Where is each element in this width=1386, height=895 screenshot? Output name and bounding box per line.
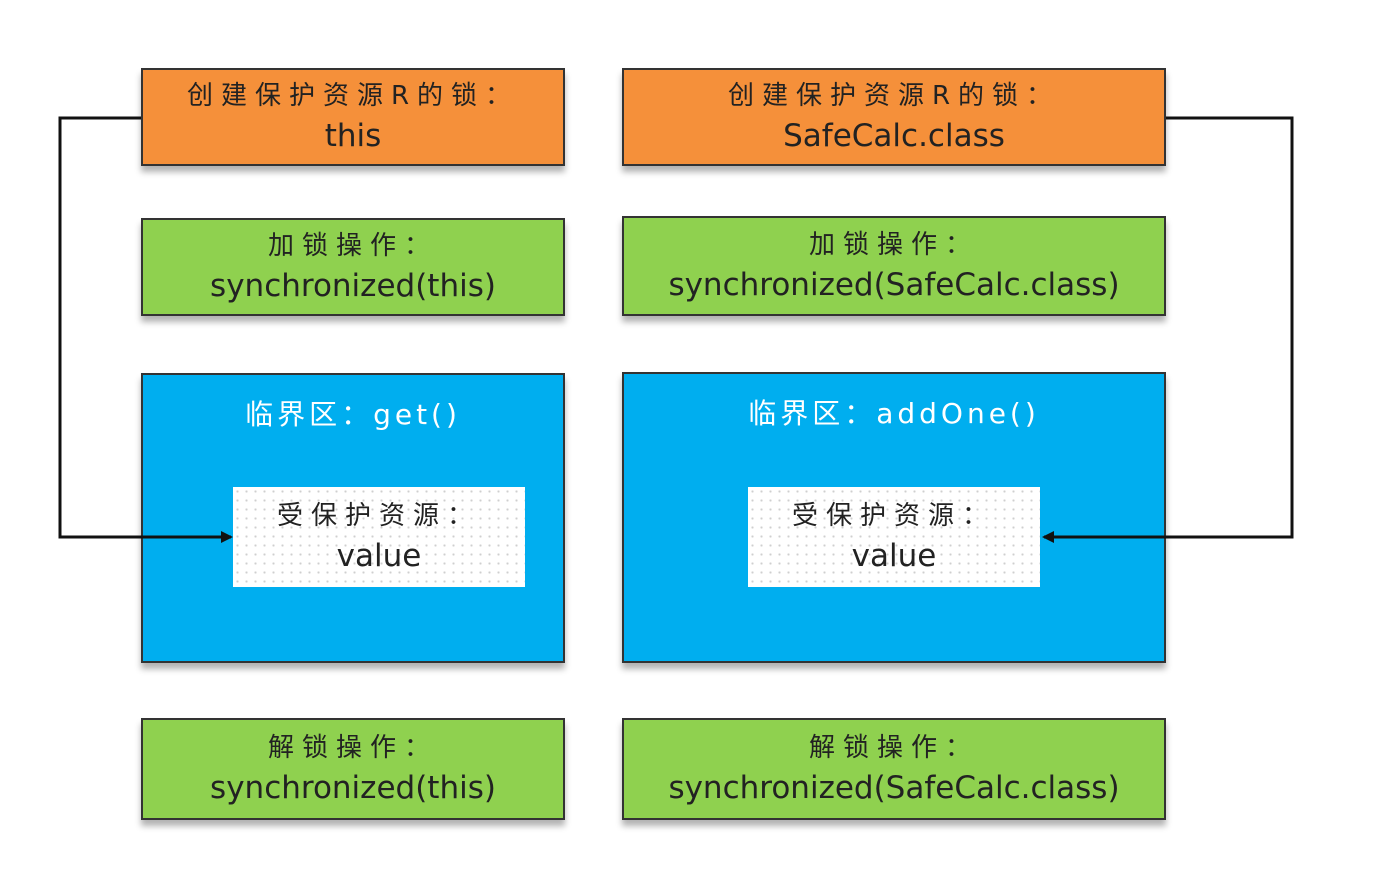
- right-critical-section-title: 临界区：addOne(): [748, 397, 1040, 430]
- right-create-lock-label: 创建保护资源R的锁：: [727, 81, 1061, 111]
- right-release-lock-label: 解锁操作：: [808, 733, 979, 763]
- right-lock-connector-arrow: [1042, 116, 1294, 543]
- right-protected-resource-box: 受保护资源： value: [748, 487, 1040, 587]
- left-protected-resource-box: 受保护资源： value: [233, 487, 525, 587]
- left-release-lock-label: 解锁操作：: [267, 733, 438, 763]
- left-lock-connector-arrow: [58, 116, 233, 543]
- left-create-lock-label: 创建保护资源R的锁：: [186, 81, 520, 111]
- left-release-lock-box: 解锁操作： synchronized(this): [141, 718, 565, 820]
- right-protected-resource-label: 受保护资源：: [791, 501, 996, 531]
- left-create-lock-box: 创建保护资源R的锁： this: [141, 68, 565, 166]
- right-release-lock-box: 解锁操作： synchronized(SafeCalc.class): [622, 718, 1166, 820]
- right-create-lock-value: SafeCalc.class: [783, 118, 1005, 154]
- left-protected-resource-value: value: [336, 538, 422, 574]
- right-acquire-lock-label: 加锁操作：: [808, 230, 979, 260]
- left-protected-resource-label: 受保护资源：: [276, 501, 481, 531]
- right-critical-section: 临界区：addOne() 受保护资源： value: [622, 372, 1166, 663]
- left-critical-section: 临界区：get() 受保护资源： value: [141, 373, 565, 663]
- left-create-lock-value: this: [324, 118, 382, 154]
- left-critical-section-title: 临界区：get(): [245, 398, 461, 431]
- left-acquire-lock-value: synchronized(this): [210, 268, 496, 304]
- right-release-lock-value: synchronized(SafeCalc.class): [668, 770, 1120, 806]
- right-acquire-lock-value: synchronized(SafeCalc.class): [668, 267, 1120, 303]
- right-acquire-lock-box: 加锁操作： synchronized(SafeCalc.class): [622, 216, 1166, 316]
- left-acquire-lock-box: 加锁操作： synchronized(this): [141, 218, 565, 316]
- right-create-lock-box: 创建保护资源R的锁： SafeCalc.class: [622, 68, 1166, 166]
- left-release-lock-value: synchronized(this): [210, 770, 496, 806]
- left-acquire-lock-label: 加锁操作：: [267, 231, 438, 261]
- right-protected-resource-value: value: [851, 538, 937, 574]
